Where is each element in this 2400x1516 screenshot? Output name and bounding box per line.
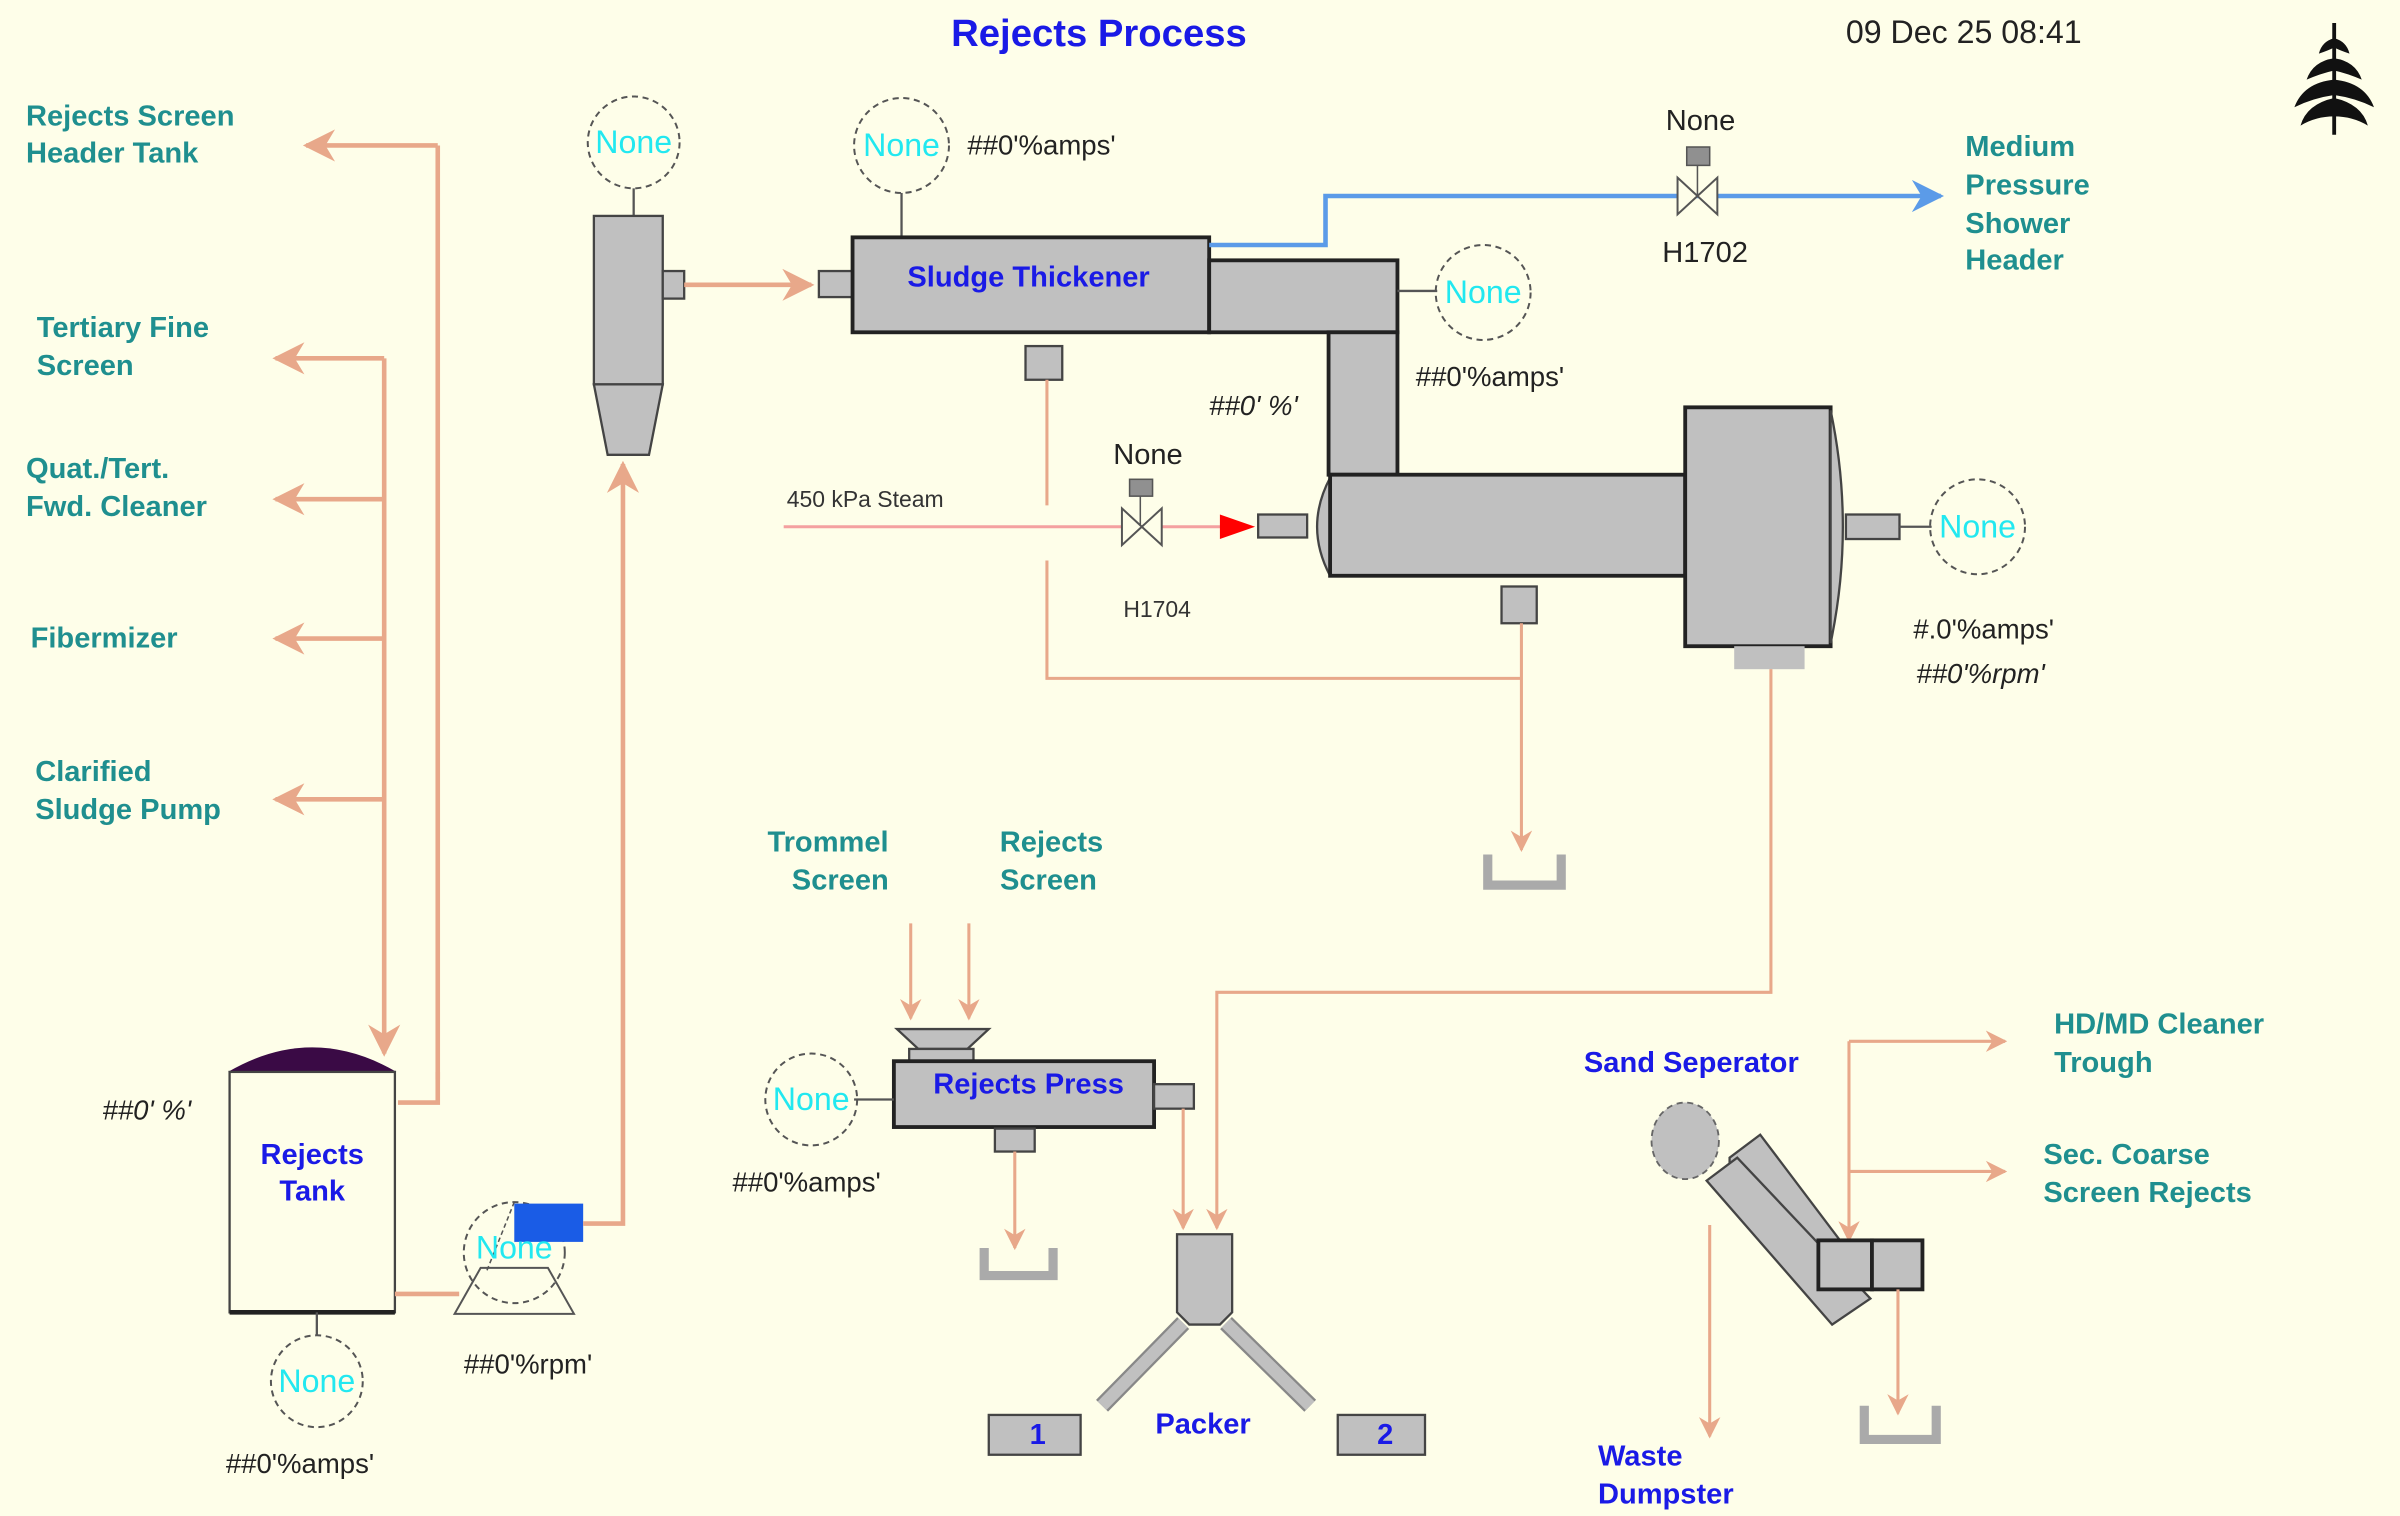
screw-value: ##0' %' — [1209, 390, 1299, 421]
rejects-pump[interactable]: None — [452, 1201, 584, 1315]
source-label: Trough — [2054, 1047, 2153, 1079]
source-label: Fwd. Cleaner — [26, 491, 207, 523]
indicator-status: None — [278, 1363, 355, 1399]
sand-separator-label[interactable]: Sand Seperator — [1584, 1047, 1799, 1079]
tank-agitator-indicator[interactable]: None — [269, 1334, 364, 1429]
valve-tag: H1702 — [1662, 237, 1748, 269]
source-label: Clarified — [35, 756, 151, 788]
cleaner-cyclone[interactable] — [592, 214, 686, 456]
equipment-label: Waste — [1598, 1440, 1683, 1472]
steam-label: 450 kPa Steam — [787, 486, 944, 512]
left-feed-pipes — [272, 129, 441, 1105]
source-label: HD/MD Cleaner — [2054, 1009, 2264, 1041]
indicator-status: None — [476, 1230, 553, 1266]
source-rejects-screen-header-tank[interactable]: Rejects Screen Header Tank — [26, 101, 234, 170]
source-rejects-screen[interactable]: Rejects Screen — [1000, 826, 1103, 896]
rejects-tank[interactable]: Rejects Tank — [228, 1047, 397, 1315]
source-tertiary-fine-screen[interactable]: Tertiary Fine Screen — [37, 312, 209, 382]
source-label: Rejects — [1000, 826, 1103, 858]
valve-icon — [1676, 175, 1719, 217]
source-label: Quat./Tert. — [26, 453, 169, 485]
rejects-pump-rpm: ##0'%rpm' — [464, 1349, 592, 1380]
bin-label: 1 — [1030, 1419, 1046, 1451]
source-label: Sec. Coarse — [2043, 1139, 2209, 1171]
drain-trough — [1483, 854, 1566, 890]
drain-trough — [1859, 1405, 1941, 1445]
indicator-status: None — [1445, 274, 1522, 310]
valve-status: None — [1113, 439, 1182, 471]
source-label: Fibermizer — [31, 623, 178, 655]
equipment-label: Packer — [1155, 1408, 1250, 1440]
source-label: Screen — [792, 865, 889, 897]
sludge-thickener[interactable]: Sludge Thickener — [817, 235, 1400, 477]
tank-label: Rejects — [261, 1139, 364, 1171]
source-label: Sludge Pump — [35, 794, 221, 826]
indicator-status: None — [595, 124, 672, 160]
tank-dome — [228, 1047, 397, 1072]
pump-motor — [514, 1203, 584, 1242]
source-label: Header Tank — [26, 137, 199, 169]
valve-icon — [1120, 506, 1163, 548]
drain-trough — [979, 1248, 1058, 1281]
packer[interactable]: Packer — [1096, 1233, 1317, 1440]
equipment-label: Sludge Thickener — [907, 261, 1149, 293]
valve-h1702[interactable]: None H1702 — [1662, 105, 1748, 269]
source-label: Medium — [1965, 131, 2075, 163]
packer-bin-1[interactable]: 1 — [987, 1413, 1082, 1456]
source-label: Screen — [37, 350, 134, 382]
source-quat-tert-fwd-cleaner[interactable]: Quat./Tert. Fwd. Cleaner — [26, 453, 207, 523]
screw-motor-indicator[interactable]: None — [1434, 244, 1532, 341]
fern-logo-icon — [2294, 22, 2374, 135]
screw-motor-amps: ##0'%amps' — [1416, 361, 1564, 392]
valve-h1704[interactable]: None H1704 — [1113, 439, 1191, 622]
valve-status: None — [1666, 105, 1735, 137]
waste-dumpster-label[interactable]: Waste Dumpster — [1598, 1440, 1734, 1510]
valve-tag: H1704 — [1123, 596, 1191, 622]
tank-label: Tank — [279, 1176, 346, 1208]
source-label: Screen — [1000, 865, 1097, 897]
source-trommel-screen[interactable]: Trommel Screen — [767, 826, 888, 896]
page-title: Rejects Process — [951, 12, 1247, 55]
equipment-label: Rejects Press — [933, 1068, 1124, 1100]
press-drive-amps: #.0'%amps' — [1913, 614, 2054, 645]
indicator-status: None — [863, 127, 940, 163]
source-label: Shower — [1965, 208, 2070, 240]
timestamp: 09 Dec 25 08:41 — [1846, 14, 2082, 50]
tank-body — [228, 1070, 397, 1314]
screw-press[interactable] — [1257, 405, 1901, 670]
cleaner-indicator[interactable]: None — [586, 95, 681, 190]
source-fibermizer[interactable]: Fibermizer — [31, 623, 178, 655]
steam-arrow-icon — [1219, 514, 1256, 540]
source-label: Rejects Screen — [26, 101, 234, 133]
press-drive-indicator[interactable]: None — [1929, 478, 2026, 576]
source-clarified-sludge-pump[interactable]: Clarified Sludge Pump — [35, 756, 221, 826]
source-label: Trommel — [767, 826, 888, 858]
rejects-press-motor-indicator[interactable]: None — [764, 1052, 859, 1147]
indicator-status: None — [1939, 508, 2016, 544]
press-drive-rpm: ##0'%rpm' — [1916, 658, 2046, 689]
rejects-press-motor-amps: ##0'%amps' — [732, 1166, 880, 1197]
source-label: Pressure — [1965, 169, 2089, 201]
source-label: Tertiary Fine — [37, 312, 209, 344]
source-medium-pressure-shower-header[interactable]: Medium Pressure Shower Header — [1965, 131, 2089, 276]
source-label: Header — [1965, 245, 2064, 277]
sand-separator[interactable] — [1650, 1101, 1925, 1327]
source-hdmd-cleaner-trough[interactable]: HD/MD Cleaner Trough — [2054, 1009, 2264, 1079]
tank-level-value: ##0' %' — [103, 1094, 193, 1125]
rejects-press[interactable]: Rejects Press — [891, 1027, 1196, 1153]
packer-bin-2[interactable]: 2 — [1336, 1413, 1427, 1456]
source-sec-coarse-screen-rejects[interactable]: Sec. Coarse Screen Rejects — [2043, 1139, 2251, 1209]
water-pipe — [1209, 179, 1945, 248]
equipment-label: Dumpster — [1598, 1479, 1734, 1511]
source-label: Screen Rejects — [2043, 1177, 2251, 1209]
indicator-status: None — [773, 1081, 850, 1117]
thickener-motor-indicator[interactable]: None — [853, 97, 950, 194]
tank-agitator-amps: ##0'%amps' — [226, 1448, 374, 1479]
thickener-motor-amps: ##0'%amps' — [967, 130, 1115, 161]
bin-label: 2 — [1377, 1419, 1393, 1451]
